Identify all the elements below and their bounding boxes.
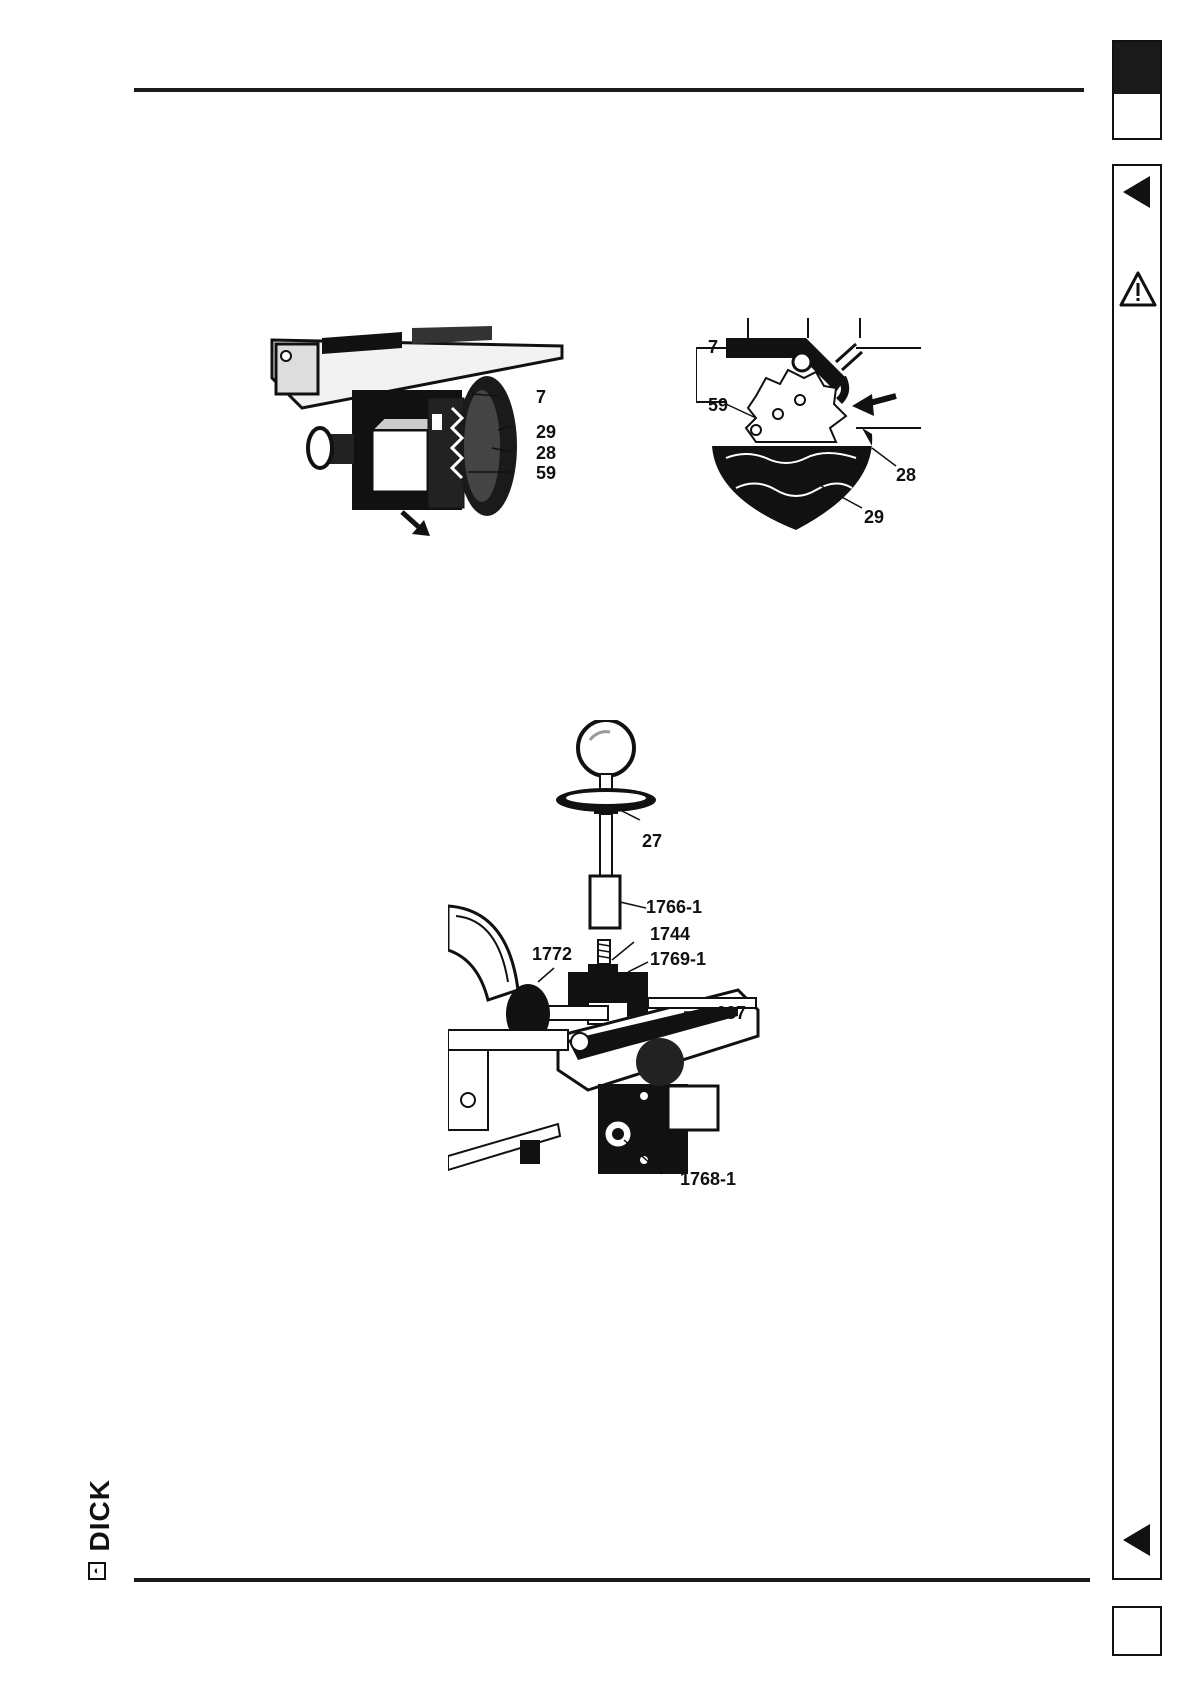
fig1-label-28: 28 [536, 444, 556, 462]
warning-triangle-icon [1118, 270, 1158, 308]
fig3-label-1744: 1744 [650, 925, 690, 943]
triangle-left-icon[interactable] [1120, 174, 1154, 210]
fig1-label-29: 29 [536, 423, 556, 441]
fig3-label-1769-1: 1769-1 [650, 950, 706, 968]
triangle-left-icon[interactable] [1120, 1522, 1154, 1558]
chapter-tab[interactable] [1112, 40, 1162, 140]
fig2-label-59: 59 [708, 396, 728, 414]
navigation-column [1112, 164, 1162, 1580]
fig3-label-1768-1: 1768-1 [680, 1170, 736, 1188]
header-rule [134, 88, 1084, 92]
fig1-label-59: 59 [536, 464, 556, 482]
figure-1-illustration [262, 318, 572, 538]
fig1-label-7: 7 [536, 388, 546, 406]
figure-3-illustration [448, 720, 778, 1192]
fig2-label-28: 28 [896, 466, 916, 484]
fig3-label-27: 27 [642, 832, 662, 850]
fig2-label-29: 29 [864, 508, 884, 526]
footer-rule [134, 1578, 1090, 1582]
figure-2-illustration [696, 318, 926, 532]
fig3-label-637: 637 [716, 1004, 746, 1022]
chapter-tab-filled [1114, 42, 1160, 94]
fig3-label-1772: 1772 [532, 945, 572, 963]
fig2-label-7: 7 [708, 338, 718, 356]
fig3-label-1766-1: 1766-1 [646, 898, 702, 916]
page-box [1112, 1606, 1162, 1656]
logo-mark-icon: ◐ [88, 1562, 106, 1580]
brand-logo: DICK ◐ [84, 1480, 114, 1580]
